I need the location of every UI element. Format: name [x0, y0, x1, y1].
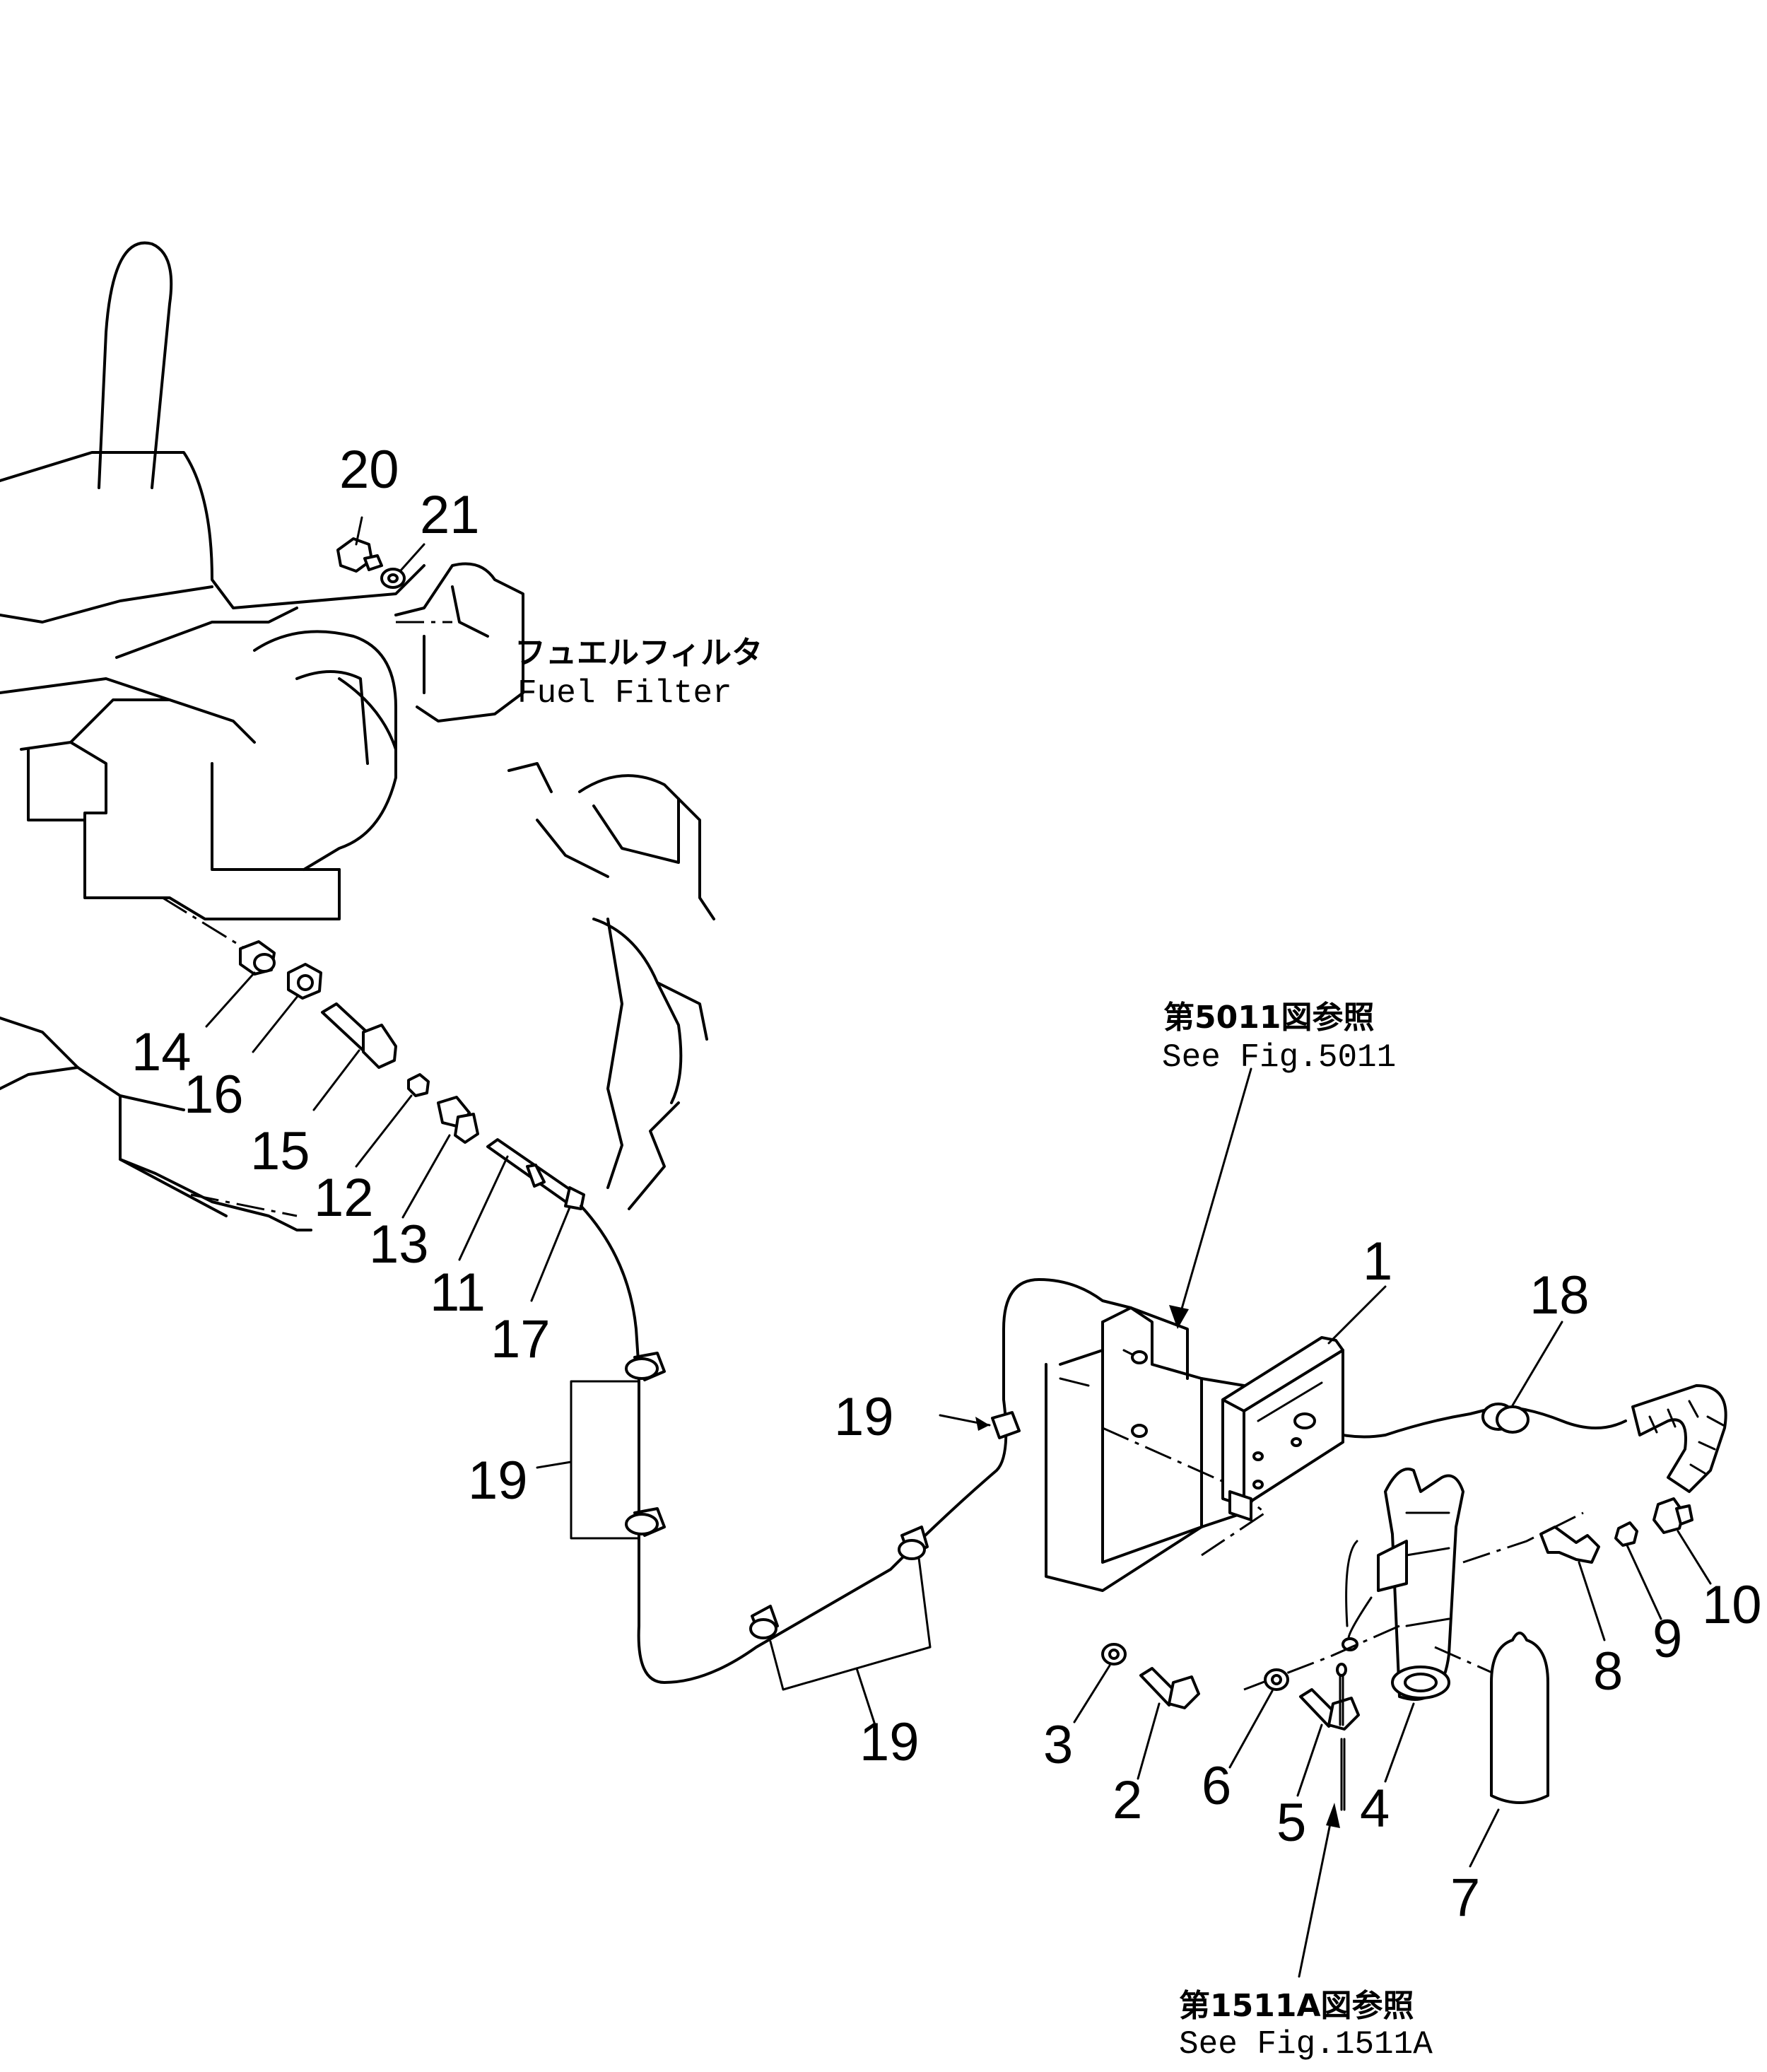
part-21-washer [380, 568, 406, 589]
part-9-nut [1614, 1521, 1638, 1547]
leader-7 [1469, 1808, 1500, 1868]
callout-4: 4 [1360, 1779, 1390, 1839]
leader-5 [1296, 1723, 1323, 1797]
leader-19-left [536, 1461, 573, 1469]
callout-19-upper: 19 [834, 1387, 894, 1447]
callout-6: 6 [1202, 1756, 1231, 1816]
callout-8: 8 [1593, 1641, 1623, 1702]
part-11-hose-fitting [486, 1138, 585, 1210]
part-16-nut [287, 963, 322, 1000]
reference-fig5011: 第5011図参照 See Fig.5011 [1162, 1000, 1396, 1076]
callout-18: 18 [1530, 1265, 1590, 1325]
bracket-19-left [570, 1380, 640, 1540]
part-7-boot [1490, 1632, 1549, 1804]
corrugated-hose [1631, 1384, 1727, 1493]
leader-13 [401, 1134, 451, 1219]
callout-1: 1 [1363, 1231, 1392, 1292]
callout-9: 9 [1652, 1609, 1682, 1669]
leader-2 [1137, 1702, 1161, 1780]
callout-15: 15 [250, 1121, 310, 1181]
leader-19-lower [855, 1667, 876, 1726]
callout-3: 3 [1043, 1715, 1073, 1775]
part-19-clip-d [898, 1526, 929, 1560]
fig1511a-label-en: See Fig.1511A [1179, 2026, 1433, 2063]
callout-19-left: 19 [468, 1451, 528, 1511]
leader-1 [1327, 1285, 1387, 1345]
leader-fig5011 [1176, 1067, 1252, 1325]
callout-10: 10 [1702, 1575, 1762, 1635]
leader-15 [312, 1049, 360, 1111]
part-18-grommet [1481, 1403, 1530, 1434]
leader-12 [355, 1094, 413, 1168]
part-6-washer [1264, 1668, 1289, 1691]
part-14-connector [239, 940, 276, 976]
fuel-filter-annotation: フュエルフィルタ Fuel Filter [515, 635, 763, 712]
part-13-elbow [437, 1096, 479, 1144]
callout-21: 21 [420, 485, 480, 545]
leader-11 [458, 1155, 509, 1261]
leader-9 [1626, 1544, 1662, 1620]
part-4-solenoid [1243, 1468, 1584, 1701]
leader-18 [1511, 1321, 1563, 1407]
reference-fig1511a: 第1511A図参照 See Fig.1511A [1179, 1988, 1433, 2063]
leader-4 [1384, 1702, 1415, 1783]
callout-13: 13 [369, 1214, 429, 1275]
part-12-nut [407, 1073, 430, 1097]
callout-7: 7 [1450, 1868, 1480, 1928]
leader-10 [1677, 1530, 1712, 1585]
part-3-washer [1101, 1643, 1127, 1666]
fuel-filter-label-en: Fuel Filter [517, 675, 732, 712]
part-19-clip-c [749, 1605, 779, 1639]
callout-19-lower: 19 [859, 1712, 920, 1772]
callout-14: 14 [131, 1022, 192, 1082]
part-5-bolt [1299, 1663, 1360, 1731]
part-20-bolt [336, 537, 383, 573]
leader-6 [1228, 1690, 1274, 1769]
leader-21 [399, 543, 425, 573]
part-10-connector [1652, 1497, 1693, 1534]
part-19-clip-b [625, 1507, 666, 1537]
callout-11: 11 [430, 1263, 486, 1323]
fig5011-label-en: See Fig.5011 [1162, 1039, 1396, 1076]
part-19-clip-e [991, 1411, 1021, 1439]
callout-17: 17 [491, 1309, 551, 1369]
part-2-bolt [1139, 1667, 1200, 1709]
callout-20: 20 [339, 440, 399, 500]
fuel-filter-label-jp: フュエルフィルタ [515, 635, 763, 671]
part-1-controller-box [1221, 1336, 1344, 1521]
callout-5: 5 [1276, 1793, 1306, 1853]
engine-outline [0, 241, 715, 1231]
fig5011-label-jp: 第5011図参照 [1163, 1000, 1374, 1036]
callout-16: 16 [184, 1065, 244, 1125]
leader-fig1511a [1298, 1808, 1334, 1978]
callout-2: 2 [1113, 1770, 1142, 1830]
fig1511a-label-jp: 第1511A図参照 [1179, 1988, 1414, 2024]
part-19-clip-a [625, 1352, 666, 1381]
leader-17 [530, 1206, 571, 1302]
leader-14 [205, 971, 256, 1028]
callout-12: 12 [314, 1168, 374, 1228]
leader-16 [252, 994, 300, 1053]
leader-3 [1073, 1664, 1111, 1723]
callout-numbers: 20 21 14 16 15 12 13 11 17 19 19 19 1 18… [131, 440, 1762, 1928]
leader-20 [355, 516, 363, 546]
part-15-adapter [321, 1002, 397, 1069]
part-8-elbow [1539, 1526, 1600, 1564]
leader-8 [1578, 1561, 1606, 1641]
